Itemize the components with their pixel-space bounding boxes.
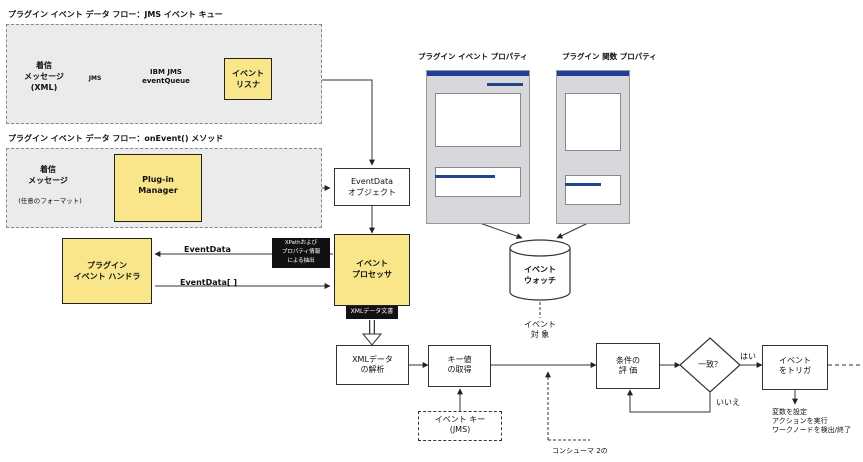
panel2-to-watcher-arrow: [557, 222, 590, 238]
condition-eval-label: 条件の 評 価: [596, 356, 660, 376]
eventdata-arrow-label: EventData: [184, 245, 231, 255]
event-trigger-label: イベント をトリガ: [762, 356, 828, 376]
eventdata-object-label: EventData オブジェクト: [334, 176, 410, 198]
panel1-title: プラグイン イベント プロパティ: [418, 52, 528, 62]
plugin-function-properties-window: [556, 70, 630, 224]
event-list-label: イベント リスナ: [224, 68, 272, 90]
ibm-jms-eventqueue-label: IBM JMS eventQueue: [128, 68, 204, 86]
plugin-manager-label: Plug-in Manager: [114, 174, 202, 196]
no-loop-arrow: [630, 390, 710, 412]
event-target-label: イベント 対 象: [516, 320, 564, 340]
xml-data-doc-label: XMLデータ文書: [346, 307, 398, 317]
panel1-to-watcher-arrow: [477, 222, 522, 238]
yes-label: はい: [740, 352, 756, 362]
jms-badge: JMS: [84, 74, 106, 84]
eventdata-call-label: EventData[ ]: [180, 278, 237, 288]
consumer-label: コンシューマ 2の: [552, 446, 608, 456]
xml-doc-hollow-arrow: [363, 334, 381, 345]
panel2-title: プラグイン 関数 プロパティ: [562, 52, 657, 62]
action-description: 変数を設定 アクションを実行 ワークノードを検出/終了: [772, 408, 851, 435]
xml-parse-label: XMLデータ の解析: [336, 355, 409, 375]
match-label: 一致？: [680, 360, 740, 370]
key-extract-label: キー値 の取得: [428, 355, 491, 375]
incoming-message-label-bottom: 着信 メッセージ: [16, 164, 80, 186]
event-watcher-label: イベント ウォッチ: [510, 264, 570, 286]
event-key-label: イベント キー (JMS): [418, 415, 502, 435]
no-label: いいえ: [716, 398, 740, 408]
plugin-event-properties-window: [426, 70, 530, 224]
format-note: (任意のフォーマット): [10, 196, 90, 206]
group-top-title: プラグイン イベント データ フロー：JMS イベント キュー: [8, 10, 223, 20]
xpath-extract-label: XPathおよび プロパティ情報 による抽出: [272, 239, 330, 266]
incoming-message-label-top: 着信 メッセージ (XML): [16, 60, 72, 93]
plugin-event-handler-label: プラグイン イベント ハンドラ: [62, 260, 152, 282]
group-bottom-title: プラグイン イベント データ フロー：onEvent() メソッド: [8, 134, 223, 144]
event-processor-label: イベント プロセッサ: [334, 258, 410, 280]
